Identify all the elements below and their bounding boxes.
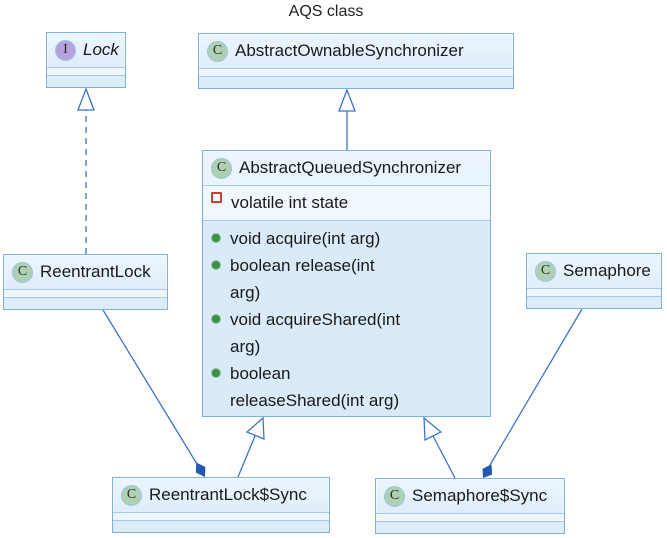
field-text: volatile int state	[231, 193, 349, 212]
method-visibility-icon	[211, 368, 221, 378]
generalization-arrowhead-right-at-aqs	[423, 416, 443, 442]
class-name-semaphore: Semaphore	[563, 261, 651, 280]
interface-icon: I	[55, 39, 76, 61]
method-text-line: arg)	[230, 283, 261, 302]
field-visibility-icon	[211, 192, 222, 203]
class-box-reentrant-lock-sync: C ReentrantLock$Sync	[112, 477, 330, 533]
class-icon: C	[384, 485, 405, 507]
fields-compartment-empty	[527, 288, 661, 296]
methods-compartment-empty	[47, 75, 125, 87]
methods-compartment-empty	[113, 520, 329, 532]
class-icon: C	[207, 40, 228, 62]
methods-compartment-empty	[527, 296, 661, 308]
class-box-lock: I Lock	[46, 32, 126, 88]
method-row: void acquire(int arg)	[211, 225, 482, 252]
method-text-line: releaseShared(int arg)	[230, 391, 400, 410]
method-row: boolean release(int arg)	[211, 252, 482, 306]
method-row: void acquireShared(int arg)	[211, 306, 482, 360]
class-name-reentrantlock: ReentrantLock	[40, 262, 151, 281]
fields-compartment-empty	[47, 67, 125, 75]
generalization-line-rlsync-to-aqs	[237, 435, 256, 478]
generalization-arrowhead-left-at-aqs	[245, 416, 265, 440]
class-box-semaphore-sync: C Semaphore$Sync	[375, 478, 565, 534]
fields-compartment-empty	[113, 512, 329, 520]
generalization-arrowhead-at-aos	[338, 88, 356, 112]
class-name-aos: AbstractOwnableSynchronizer	[235, 41, 464, 60]
class-name-lock: Lock	[83, 40, 119, 59]
method-text-line: void acquireShared(int	[230, 310, 401, 329]
methods-compartment-empty	[199, 76, 513, 88]
class-icon: C	[211, 157, 232, 179]
class-icon: C	[535, 260, 556, 282]
method-text-line: arg)	[230, 337, 261, 356]
class-icon: C	[12, 261, 33, 283]
methods-compartment-empty	[4, 297, 167, 309]
class-box-abstract-ownable-synchronizer: C AbstractOwnableSynchronizer	[198, 33, 514, 89]
composition-line-reentrantlock-to-rlsync	[102, 309, 198, 465]
diagram-title: AQS class	[288, 3, 364, 20]
realization-arrowhead-at-lock	[77, 87, 95, 111]
composition-diamond-at-rlsync	[195, 462, 206, 477]
aqs-method-list: void acquire(int arg) boolean release(int…	[203, 220, 490, 416]
method-row: boolean releaseShared(int arg)	[211, 360, 482, 414]
method-visibility-icon	[211, 314, 221, 324]
method-visibility-icon	[211, 233, 221, 243]
class-name-semsync: Semaphore$Sync	[412, 486, 548, 505]
class-box-reentrant-lock: C ReentrantLock	[3, 254, 168, 310]
class-name-rlsync: ReentrantLock$Sync	[149, 485, 307, 504]
class-box-semaphore: C Semaphore	[526, 253, 662, 309]
method-visibility-icon	[211, 260, 221, 270]
methods-compartment-empty	[376, 521, 564, 533]
method-text-line: void acquire(int arg)	[230, 229, 381, 248]
composition-diamond-at-semsync	[482, 464, 493, 478]
fields-compartment-empty	[4, 289, 167, 297]
method-text-line: boolean	[230, 364, 291, 383]
class-name-aqs: AbstractQueuedSynchronizer	[239, 158, 462, 177]
composition-line-semaphore-to-semsync	[489, 308, 583, 466]
class-box-abstract-queued-synchronizer: C AbstractQueuedSynchronizer volatile in…	[202, 150, 491, 417]
fields-compartment-empty	[199, 68, 513, 76]
method-text-line: boolean release(int	[230, 256, 375, 275]
fields-compartment: volatile int state	[203, 185, 490, 220]
fields-compartment-empty	[376, 513, 564, 521]
generalization-line-semsync-to-aqs	[432, 435, 456, 479]
class-icon: C	[121, 484, 142, 506]
